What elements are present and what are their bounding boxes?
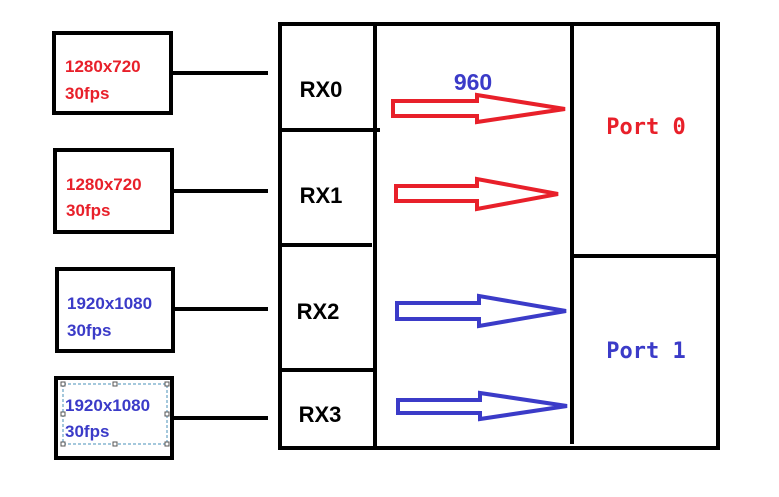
source-resolution-2: 1920x1080	[67, 294, 152, 313]
rx-label-3: RX3	[299, 402, 342, 427]
selection-handles[interactable]	[60, 381, 170, 447]
source-resolution-0: 1280x720	[65, 57, 141, 76]
port-label-0: Port 0	[606, 115, 685, 140]
arrow-rx3-to-port1	[396, 390, 568, 422]
source-resolution-3: 1920x1080	[65, 396, 150, 415]
source-box-2	[55, 267, 175, 353]
source-block-2[interactable]: 1920x1080 30fps	[55, 267, 175, 353]
source-box-0	[52, 31, 173, 115]
rx-label-1: RX1	[300, 183, 343, 208]
port-label-1: Port 1	[606, 339, 685, 364]
arrow-rx2-to-port1	[395, 293, 567, 329]
main-frame	[278, 22, 720, 450]
source-fps-0: 30fps	[65, 84, 109, 103]
source-block-0[interactable]: 1280x720 30fps	[52, 31, 173, 115]
arrow-rx0-to-port0	[391, 92, 566, 125]
rx-label-2: RX2	[297, 299, 340, 324]
arrow-rx1-to-port0	[394, 176, 559, 212]
source-fps-1: 30fps	[66, 201, 110, 220]
bandwidth-annotation: 960	[454, 69, 492, 95]
source-block-3[interactable]: 1920x1080 30fps	[54, 376, 174, 460]
source-resolution-1: 1280x720	[66, 175, 142, 194]
source-block-1[interactable]: 1280x720 30fps	[53, 148, 174, 234]
source-fps-3: 30fps	[65, 422, 109, 441]
source-box-1	[53, 148, 174, 234]
rx-label-0: RX0	[300, 77, 343, 102]
source-fps-2: 30fps	[67, 321, 111, 340]
